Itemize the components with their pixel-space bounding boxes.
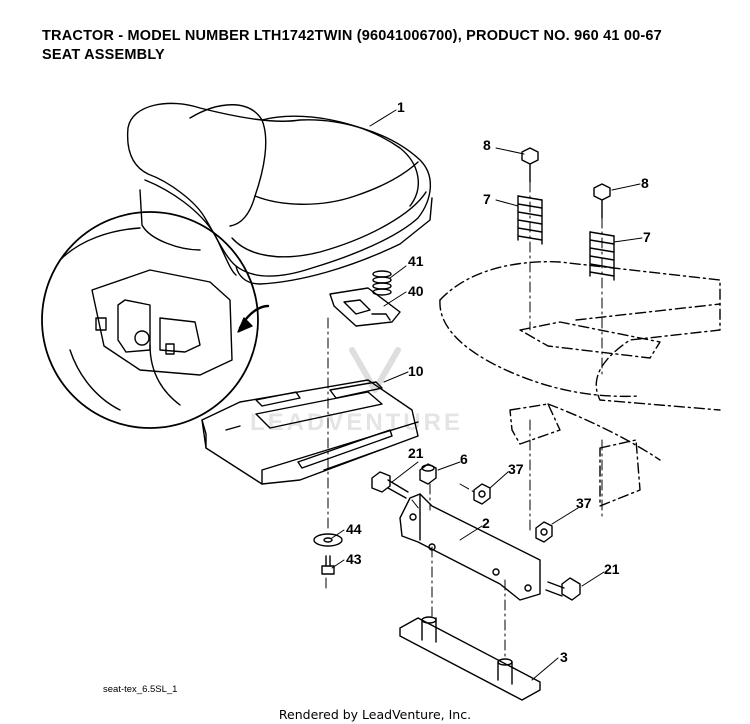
leader-lines (331, 109, 643, 681)
callout-40: 40 (408, 283, 424, 299)
latch-bracket-part-40 (329, 287, 401, 327)
bolt-part-21-right (545, 577, 581, 601)
assembly-lines (325, 181, 603, 661)
diagram-title: TRACTOR - MODEL NUMBER LTH1742TWIN (9604… (42, 28, 662, 44)
washer-part-44 (313, 533, 343, 547)
callout-37-lower: 37 (576, 495, 592, 511)
slide-bracket-part-2 (399, 493, 541, 601)
bolt-part-21-left (371, 471, 409, 499)
locknut-part-6 (419, 463, 437, 485)
spring-part-41 (372, 270, 392, 296)
callout-10: 10 (408, 363, 424, 379)
callout-21-left: 21 (408, 445, 424, 461)
diagram-subtitle: SEAT ASSEMBLY (42, 47, 165, 63)
bolt-part-8-left (521, 147, 539, 183)
callout-43: 43 (346, 551, 362, 567)
callout-2: 2 (482, 515, 490, 531)
mounting-plate-part-3 (399, 616, 541, 701)
render-credit: Rendered by LeadVenture, Inc. (278, 707, 472, 722)
callout-44: 44 (346, 521, 362, 537)
callout-8-left: 8 (483, 137, 491, 153)
callout-41: 41 (408, 253, 424, 269)
latch-detail-circle (41, 211, 259, 429)
nut-part-37-upper (473, 483, 491, 505)
callout-8-right: 8 (641, 175, 649, 191)
bolt-part-43 (321, 555, 335, 575)
watermark-text: LEADVENTURE (250, 409, 463, 436)
bolt-part-8-right (593, 183, 611, 219)
nut-part-37-lower (535, 521, 553, 543)
callout-3: 3 (560, 649, 568, 665)
callout-21-right: 21 (604, 561, 620, 577)
callout-6: 6 (460, 451, 468, 467)
seat-pan-part-10 (201, 379, 419, 485)
drawing-code: seat-tex_6.5SL_1 (103, 684, 178, 695)
tractor-frame (439, 261, 721, 507)
callout-1: 1 (397, 99, 405, 115)
callout-37-upper: 37 (508, 461, 524, 477)
callout-7-right: 7 (643, 229, 651, 245)
callout-7-left: 7 (483, 191, 491, 207)
seat-part-1 (126, 102, 433, 285)
